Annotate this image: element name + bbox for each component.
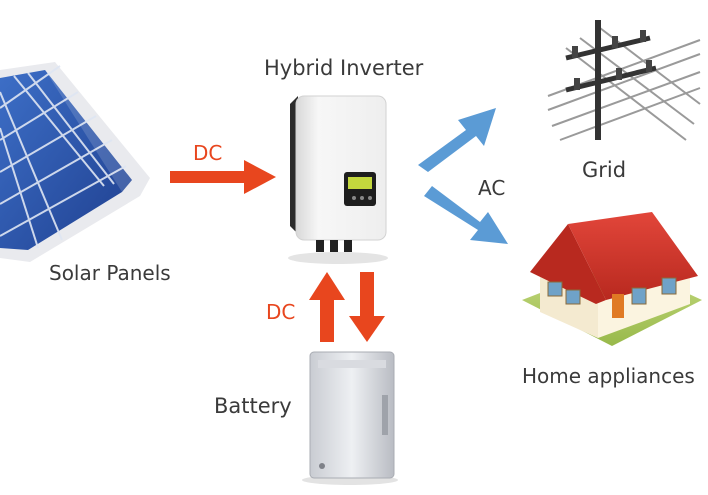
grid-label: Grid bbox=[582, 158, 627, 182]
hybrid-inverter-illustration bbox=[288, 95, 388, 264]
ac-arrows bbox=[418, 108, 508, 244]
inverter-label: Hybrid Inverter bbox=[264, 56, 424, 80]
grid-pole-illustration bbox=[547, 20, 701, 141]
dc-label-solar-inverter: DC bbox=[193, 141, 223, 165]
solar-panels-illustration bbox=[0, 62, 150, 262]
battery-label: Battery bbox=[214, 394, 292, 418]
ac-label: AC bbox=[478, 176, 506, 200]
dc-arrow-solar-to-inverter bbox=[170, 160, 276, 194]
dc-arrows-inverter-battery bbox=[309, 272, 385, 342]
home-illustration bbox=[522, 212, 702, 346]
home-appliances-label: Home appliances bbox=[522, 364, 695, 388]
dc-label-inverter-battery: DC bbox=[266, 300, 296, 324]
solar-panels-label: Solar Panels bbox=[49, 261, 171, 285]
battery-illustration bbox=[302, 351, 398, 485]
